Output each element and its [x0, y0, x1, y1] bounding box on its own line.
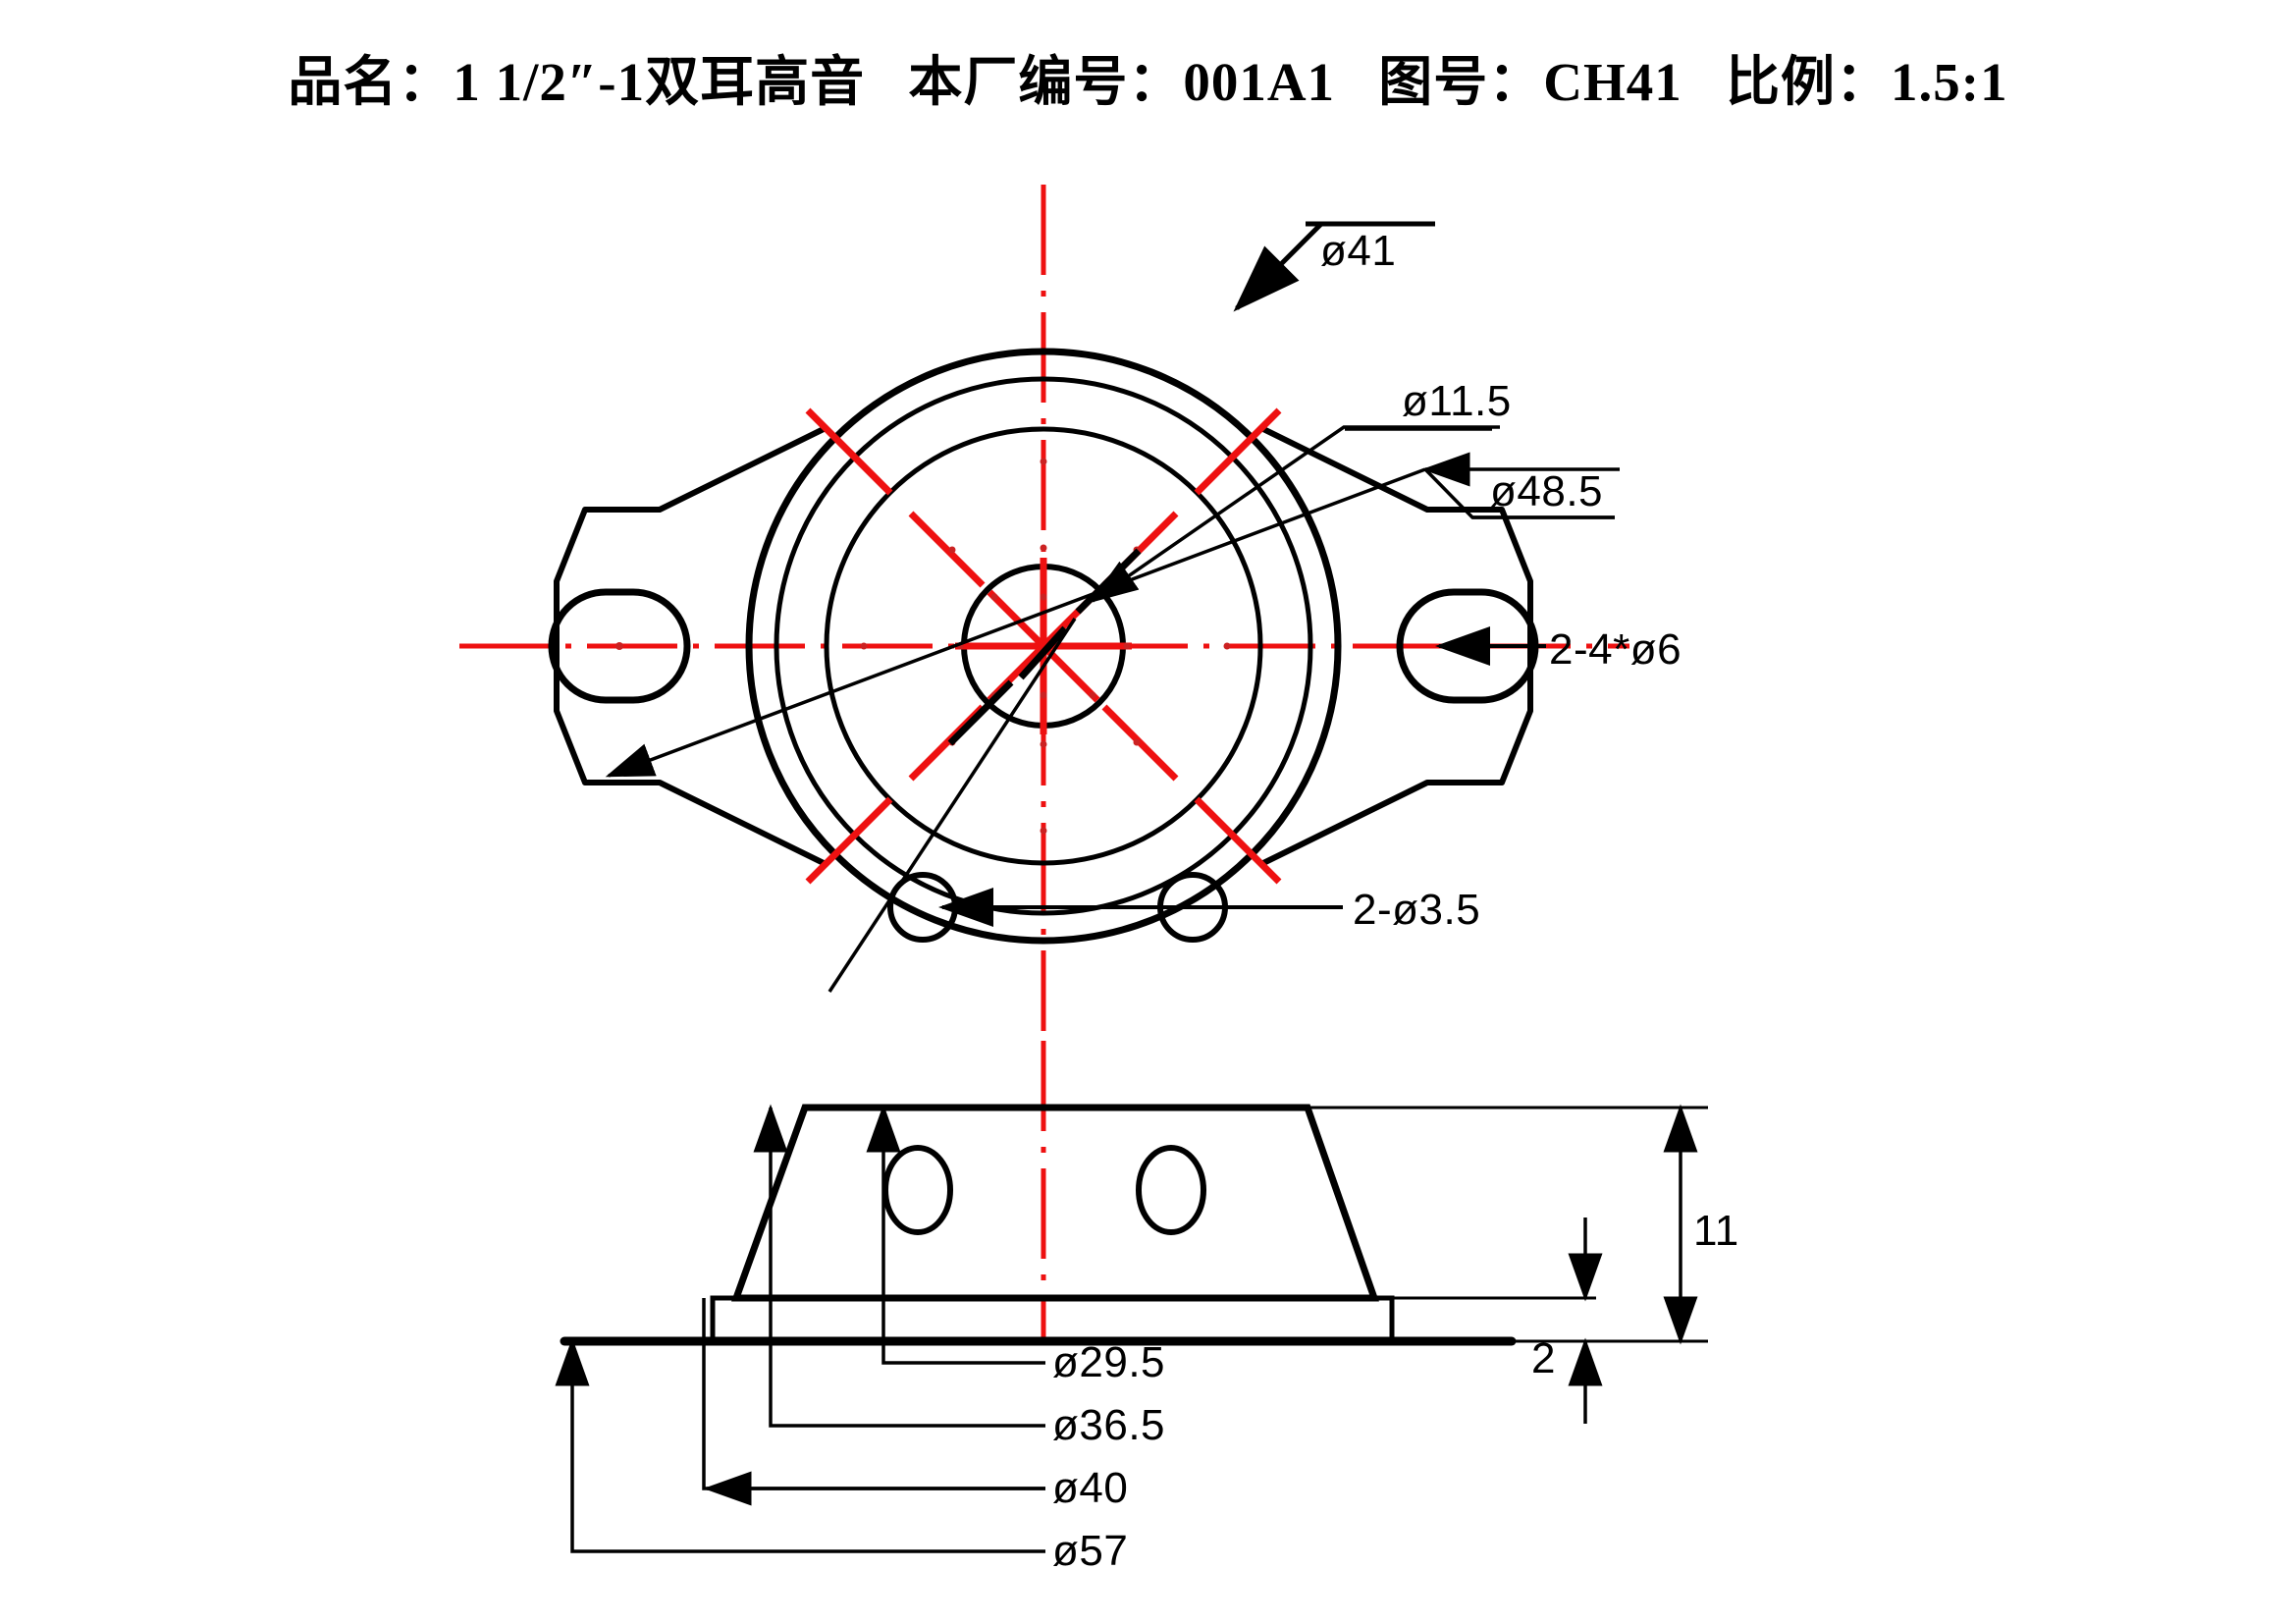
dim-label-d40: ø40	[1052, 1464, 1128, 1512]
dim-label-d41: ø41	[1320, 227, 1396, 275]
dim-label-2: 2	[1531, 1334, 1556, 1382]
left-ear-outline	[554, 424, 829, 868]
section-base-flange	[710, 1295, 1395, 1344]
dim-label-d115: ø11.5	[1402, 377, 1512, 425]
leader-d365	[753, 1104, 1045, 1428]
dim-label-d57: ø57	[1052, 1527, 1128, 1575]
dim-label-11: 11	[1693, 1207, 1739, 1255]
circle-d41	[824, 426, 1263, 866]
leader-d40	[702, 1298, 1045, 1490]
helper-line-lower-left	[828, 618, 1077, 993]
section-hole-left	[882, 1145, 953, 1235]
dim-label-2x35: 2-ø3.5	[1353, 886, 1480, 934]
leader-d485-bend	[1423, 467, 1615, 519]
top-view-group: ø41 ø11.5 ø48.5 2-4*ø6 2-ø3.5	[459, 185, 1682, 1031]
leader-d57	[555, 1337, 1045, 1553]
leader-d295	[881, 1108, 1045, 1365]
dim-label-d295: ø29.5	[1052, 1338, 1165, 1386]
drawing-title: 品名：1 1/2″-1双耳高音 本厂编号：001A1 图号：CH41 比例：1.…	[288, 52, 2008, 112]
circle-d485	[774, 376, 1313, 916]
dim-label-d365: ø36.5	[1052, 1401, 1165, 1449]
dim-label-d485: ø48.5	[1490, 467, 1603, 515]
section-view-group: ø29.5 ø36.5 ø40 ø57 11 2	[555, 1041, 1739, 1575]
left-ear-slot	[548, 588, 691, 704]
outer-flange-circle	[745, 348, 1342, 945]
dim-label-4x6: 2-4*ø6	[1549, 625, 1682, 674]
leader-d115	[1090, 425, 1500, 603]
section-body-trapezoid	[731, 1104, 1379, 1302]
radial-centerline-marks	[805, 407, 1282, 885]
bore-machining-marks	[947, 548, 1142, 746]
section-hole-right	[1136, 1145, 1206, 1235]
section-line-d485-left	[605, 467, 1426, 778]
